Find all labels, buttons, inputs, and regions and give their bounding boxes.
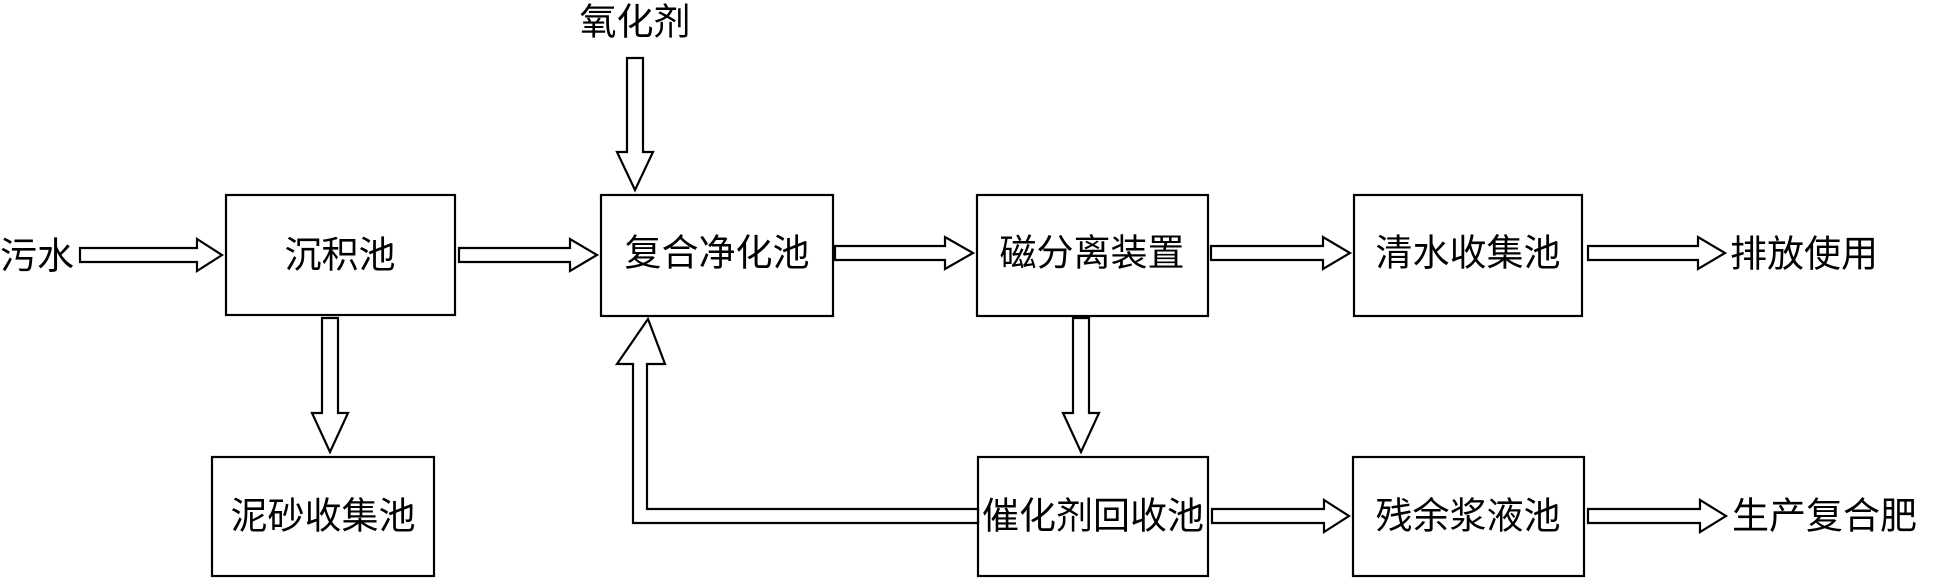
arrow-purification-to-separator — [833, 235, 976, 271]
sludge-sand-tank-box — [210, 455, 436, 578]
arrow-sedimentation-to-purification — [457, 237, 600, 273]
arrow-oxidant-to-purification — [615, 56, 655, 193]
residual-slurry-tank-label: 残余浆液池 — [1376, 495, 1561, 538]
composite-purification-tank-label: 复合净化池 — [625, 232, 810, 275]
sedimentation-tank-label: 沉积池 — [285, 234, 396, 277]
magnetic-separator-label: 磁分离装置 — [1000, 232, 1185, 275]
arrow-recovery-to-slurry — [1210, 497, 1352, 535]
arrow-separator-to-recovery — [1061, 316, 1101, 455]
residual-slurry-tank-node: 残余浆液池 — [1351, 455, 1586, 578]
arrow-separator-to-clear-water — [1209, 235, 1353, 271]
clear-water-tank-label: 清水收集池 — [1376, 232, 1561, 275]
magnetic-separator-node: 磁分离装置 — [975, 193, 1210, 318]
clear-water-tank-node: 清水收集池 — [1352, 193, 1584, 318]
composite-purification-tank-box — [599, 193, 835, 318]
sedimentation-tank-box — [224, 193, 457, 317]
fertilizer-output-label: 生产复合肥 — [1732, 495, 1917, 538]
catalyst-recovery-tank-box — [976, 455, 1210, 578]
arrow-recovery-return-to-purification — [614, 316, 980, 525]
composite-purification-tank-node: 复合净化池 — [599, 193, 835, 318]
magnetic-separator-box — [975, 193, 1210, 318]
discharge-output-label: 排放使用 — [1730, 233, 1878, 276]
sedimentation-tank-node: 沉积池 — [224, 193, 457, 317]
arrow-sewage-to-sedimentation — [78, 236, 225, 274]
sludge-sand-tank-label: 泥砂收集池 — [231, 495, 416, 538]
residual-slurry-tank-box — [1351, 455, 1586, 578]
clear-water-tank-box — [1352, 193, 1584, 318]
arrow-slurry-to-fertilizer — [1586, 498, 1729, 534]
catalyst-recovery-tank-label: 催化剂回收池 — [982, 495, 1204, 538]
catalyst-recovery-tank-node: 催化剂回收池 — [976, 455, 1210, 578]
sludge-sand-tank-node: 泥砂收集池 — [210, 455, 436, 578]
arrow-clear-water-to-discharge — [1586, 235, 1728, 271]
arrow-sedimentation-to-sludge — [310, 316, 350, 455]
oxidant-input-label: 氧化剂 — [580, 1, 691, 44]
sewage-input-label: 污水 — [0, 235, 74, 278]
